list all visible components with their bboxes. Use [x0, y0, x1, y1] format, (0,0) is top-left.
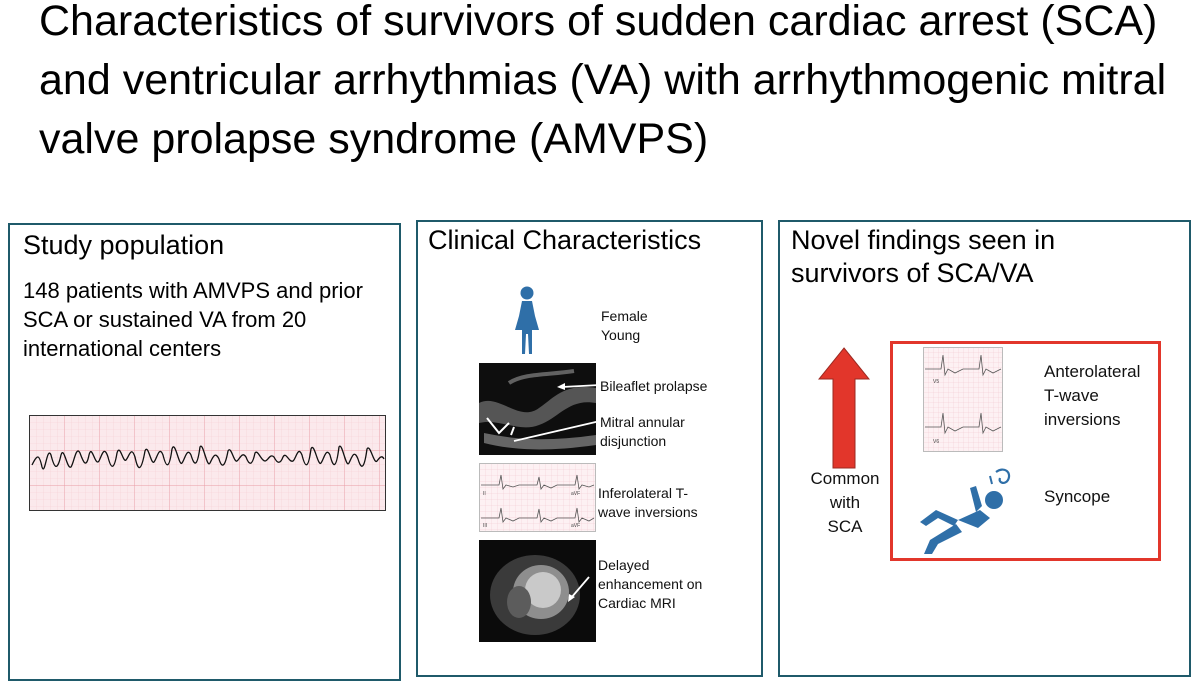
clinical-characteristics-heading: Clinical Characteristics [428, 225, 702, 255]
bileaflet-pointer-arrow [557, 383, 601, 390]
lead-label: II [483, 491, 486, 497]
delayed-enhancement-line3: Cardiac MRI [598, 595, 676, 611]
anterolateral-label-line3: inversions [1044, 410, 1121, 429]
young-label: Young [601, 327, 641, 343]
novel-findings-red-frame [890, 341, 1161, 561]
novel-findings-panel: Novel findings seen in survivors of SCA/… [778, 220, 1191, 677]
syncope-figure-icon [920, 468, 1011, 554]
anterolateral-label-line2: T-wave [1044, 386, 1099, 405]
female-label: Female [601, 308, 648, 324]
lead-label: V6 [933, 439, 939, 445]
ventricular-arrhythmia-ecg-strip [29, 415, 386, 511]
clinical-characteristics-panel: Clinical Characteristics Female Young Bi… [416, 220, 763, 677]
anterolateral-label-line1: Anterolateral [1044, 362, 1141, 381]
up-arrow-icon [818, 347, 870, 469]
syncope-label: Syncope [1044, 487, 1111, 506]
mad-pointer-line [513, 420, 601, 442]
study-population-panel: Study population 148 patients with AMVPS… [8, 223, 401, 681]
lead-label: aVF [571, 491, 580, 497]
lead-label: aVF [571, 523, 580, 529]
study-population-text: 148 patients with AMVPS and prior SCA or… [23, 278, 363, 361]
echocardiogram-image [479, 363, 596, 455]
delayed-enhancement-line1: Delayed [598, 557, 650, 573]
mad-label-line1: Mitral annular [600, 414, 685, 430]
lead-label: V5 [933, 379, 939, 385]
delayed-enhancement-line2: enhancement on [598, 576, 703, 592]
common-with-sca-line3: SCA [827, 517, 863, 536]
female-figure-icon [515, 286, 539, 354]
bileaflet-prolapse-label: Bileaflet prolapse [600, 378, 708, 394]
inferolateral-ecg-image: II aVF III aVF [479, 463, 596, 532]
inferolateral-label-line2: wave inversions [598, 504, 698, 520]
inferolateral-label-line1: Inferolateral T- [598, 485, 689, 501]
slide-title: Characteristics of survivors of sudden c… [39, 0, 1167, 163]
mad-label-line2: disjunction [600, 433, 667, 449]
common-with-sca-line2: with [829, 493, 861, 512]
anterolateral-ecg-image: V5 V6 [923, 347, 1003, 452]
cardiac-mri-image [479, 540, 596, 642]
common-with-sca-line1: Common [810, 469, 880, 488]
study-population-heading: Study population [23, 230, 225, 260]
lead-label: III [483, 523, 487, 529]
novel-findings-heading: Novel findings seen in survivors of SCA/… [791, 225, 1056, 288]
